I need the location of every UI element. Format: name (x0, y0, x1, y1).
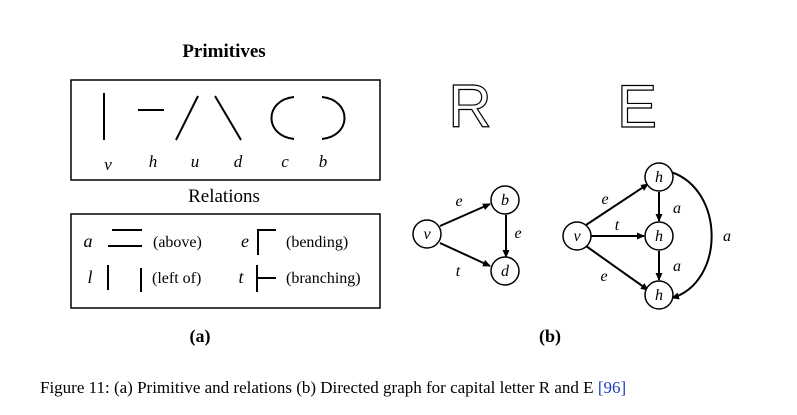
relation-desc-above: (above) (153, 234, 202, 251)
relation-branching-glyph (256, 265, 276, 292)
edge-e-v-h3-label: e (600, 268, 607, 285)
relation-symbol-e: e (241, 231, 249, 251)
primitive-c-curve (270, 96, 295, 140)
letter-e: E (617, 73, 657, 140)
edge-e-v-h3 (585, 245, 649, 291)
primitives-title: Primitives (182, 41, 265, 62)
relation-above-glyph (108, 229, 142, 247)
relation-left-of-glyph (107, 265, 142, 292)
relation-desc-left-of: (left of) (152, 270, 201, 287)
relation-symbol-a: a (84, 231, 93, 251)
node-e-h1 (644, 162, 674, 192)
edge-r-v-d (439, 242, 491, 267)
primitive-label-v: v (104, 155, 112, 174)
graph-e: v h h h e t e a a a (562, 162, 731, 310)
node-e-v-label: v (573, 228, 581, 245)
figure-11: Primitives v h u d c b Relations a (abov… (70, 41, 731, 347)
relations-box (70, 213, 381, 309)
primitive-label-b: b (319, 152, 328, 171)
relations-title: Relations (188, 186, 260, 207)
primitive-label-h: h (149, 152, 158, 171)
node-e-h2 (644, 221, 674, 251)
edge-r-b-d-label: e (514, 225, 521, 242)
relation-desc-bending: (bending) (286, 234, 348, 251)
primitive-label-d: d (234, 152, 243, 171)
relation-bending-glyph (257, 229, 276, 255)
node-e-h3 (644, 280, 674, 310)
edge-e-h1-h3-label: a (723, 228, 731, 245)
primitive-b-curve (321, 96, 346, 140)
edge-r-v-d-label: t (456, 263, 461, 280)
panel-b-label: (b) (539, 326, 561, 347)
edge-r-v-b-label: e (455, 193, 462, 210)
node-r-v-label: v (423, 226, 431, 243)
primitives-box (70, 79, 381, 181)
relation-symbol-l: l (87, 267, 92, 287)
node-e-h1-label: h (655, 169, 663, 186)
node-e-h3-label: h (655, 287, 663, 304)
primitive-label-c: c (281, 152, 289, 171)
primitive-up-diagonal (175, 95, 199, 141)
edge-e-h1-h3 (670, 171, 713, 300)
node-r-d-label: d (501, 263, 510, 280)
primitive-label-u: u (191, 152, 200, 171)
edge-e-v-h1-label: e (601, 191, 608, 208)
edge-r-v-b (439, 203, 491, 227)
node-e-v (562, 221, 592, 251)
edge-e-v-h1 (585, 183, 649, 226)
node-r-b (490, 185, 520, 215)
figure-caption: Figure 11: (a) Primitive and relations (… (40, 378, 780, 398)
primitive-strokes (103, 93, 346, 141)
caption-text: Figure 11: (a) Primitive and relations (… (40, 378, 598, 397)
node-r-b-label: b (501, 192, 509, 209)
primitive-down-diagonal (214, 95, 242, 141)
node-r-d (490, 256, 520, 286)
node-e-h2-label: h (655, 228, 663, 245)
edge-e-h1-h2-label: a (673, 200, 681, 217)
relation-symbol-t: t (238, 267, 244, 287)
node-r-v (412, 219, 442, 249)
edge-e-h2-h3-label: a (673, 258, 681, 275)
panel-a-label: (a) (190, 326, 211, 347)
caption-citation[interactable]: [96] (597, 378, 627, 397)
edge-e-v-h2-label: t (615, 217, 620, 234)
relation-desc-branching: (branching) (286, 270, 361, 287)
graph-r: v b d e t e (412, 185, 522, 286)
letter-r: R (448, 73, 491, 140)
